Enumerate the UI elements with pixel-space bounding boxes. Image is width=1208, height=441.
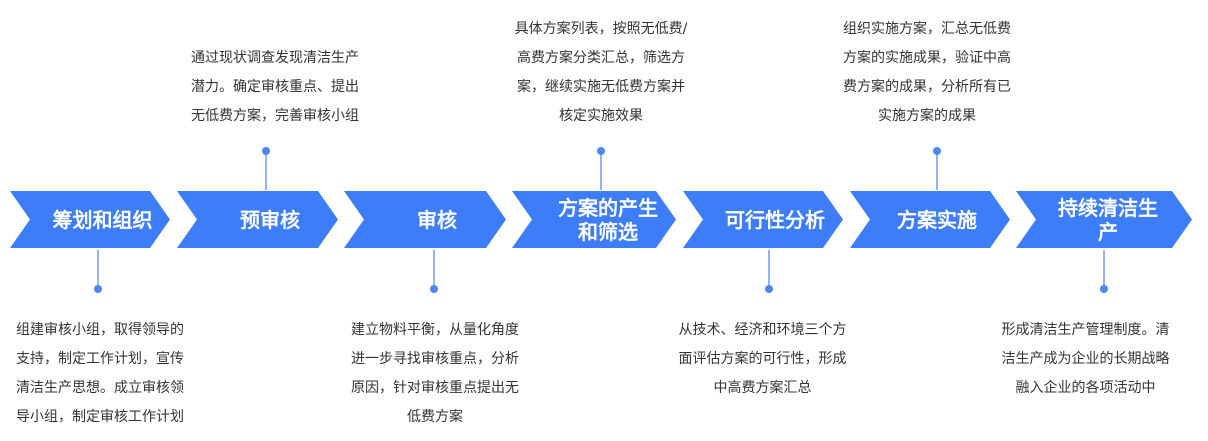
chevron-arrow-2 bbox=[177, 191, 338, 248]
connector-dot-4 bbox=[597, 147, 605, 155]
step-description-5: 从技术、经济和环境三个方 面评估方案的可行性，形成 中高费方案汇总 bbox=[660, 316, 865, 403]
desc-line: 低费方案 bbox=[407, 409, 463, 425]
desc-line: 组建审核小组，取得领导的 bbox=[16, 322, 184, 338]
step-description-1: 组建审核小组，取得领导的 支持，制定工作计划，宣传 清洁生产思想。成立审核领 导… bbox=[16, 316, 184, 432]
chevron-arrow-7 bbox=[1016, 191, 1192, 248]
desc-line: 潜力。确定审核重点、提出 bbox=[191, 79, 359, 95]
desc-line: 高费方案分类汇总，筛选方 bbox=[517, 50, 685, 66]
desc-line: 费方案的成果，分析所有已 bbox=[843, 79, 1011, 95]
desc-line: 通过现状调查发现清洁生产 bbox=[191, 50, 359, 66]
desc-line: 清洁生产思想。成立审核领 bbox=[16, 380, 184, 396]
desc-line: 具体方案列表，按照无低费/ bbox=[514, 21, 688, 37]
desc-line: 导小组，制定审核工作计划 bbox=[16, 409, 184, 425]
chevron-arrow-1 bbox=[10, 191, 170, 248]
step-description-6: 组织实施方案，汇总无低费 方案的实施成果，验证中高 费方案的成果，分析所有已 实… bbox=[822, 15, 1032, 131]
desc-line: 建立物料平衡，从量化角度 bbox=[351, 322, 519, 338]
desc-line: 形成清洁生产管理制度。清 bbox=[1001, 322, 1170, 338]
desc-line: 中高费方案汇总 bbox=[713, 380, 812, 396]
desc-line: 融入企业的各项活动中 bbox=[1015, 380, 1156, 396]
connector-dot-2 bbox=[262, 147, 270, 155]
desc-line: 进一步寻找审核重点，分析 bbox=[351, 351, 519, 367]
desc-line: 核定实施效果 bbox=[559, 108, 643, 124]
desc-line: 原因，针对审核重点提出无 bbox=[351, 380, 519, 396]
desc-line: 从技术、经济和环境三个方 bbox=[678, 322, 847, 338]
desc-line: 洁生产成为企业的长期战略 bbox=[1001, 351, 1170, 367]
desc-line: 案，继续实施无低费方案并 bbox=[517, 79, 685, 95]
desc-line: 无低费方案，完善审核小组 bbox=[191, 108, 359, 124]
chevron-arrow-3 bbox=[344, 191, 506, 248]
chevron-arrow-4 bbox=[512, 191, 676, 248]
step-description-3: 建立物料平衡，从量化角度 进一步寻找审核重点，分析 原因，针对审核重点提出无 低… bbox=[335, 316, 535, 432]
chevron-arrow-6 bbox=[850, 191, 1010, 248]
arrow-label-5: 可行性分析 bbox=[725, 208, 825, 232]
arrow-label-1: 筹划和组织 bbox=[52, 208, 153, 232]
arrow-label-2: 预审核 bbox=[240, 208, 300, 232]
chevron-arrow-5 bbox=[683, 191, 843, 248]
arrow-label-4: 方案的产生和筛选 bbox=[558, 196, 658, 244]
connector-dot-7 bbox=[1100, 285, 1108, 293]
desc-line: 方案的实施成果，验证中高 bbox=[843, 50, 1011, 66]
desc-line: 支持，制定工作计划，宣传 bbox=[16, 351, 184, 367]
step-description-7: 形成清洁生产管理制度。清 洁生产成为企业的长期战略 融入企业的各项活动中 bbox=[983, 316, 1188, 403]
arrow-label-3: 审核 bbox=[417, 208, 457, 232]
connector-dot-1 bbox=[94, 285, 102, 293]
connector-dot-3 bbox=[430, 285, 438, 293]
step-description-2: 通过现状调查发现清洁生产 潜力。确定审核重点、提出 无低费方案，完善审核小组 bbox=[175, 44, 375, 131]
connector-dot-5 bbox=[765, 285, 773, 293]
connector-dot-6 bbox=[933, 147, 941, 155]
desc-line: 组织实施方案，汇总无低费 bbox=[843, 21, 1011, 37]
arrow-label-7: 持续清洁生产 bbox=[1058, 196, 1158, 244]
desc-line: 面评估方案的可行性，形成 bbox=[678, 351, 847, 367]
desc-line: 实施方案的成果 bbox=[878, 108, 976, 124]
step-description-4: 具体方案列表，按照无低费/ 高费方案分类汇总，筛选方 案，继续实施无低费方案并 … bbox=[496, 15, 706, 131]
arrow-label-6: 方案实施 bbox=[897, 208, 977, 232]
